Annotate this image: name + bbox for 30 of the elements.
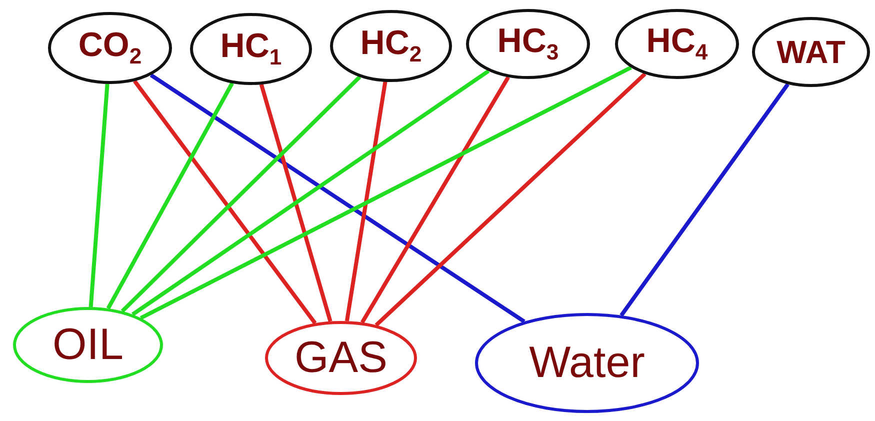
connector-line xyxy=(259,84,332,322)
ellipse-node xyxy=(13,307,163,383)
connector-line xyxy=(140,66,632,320)
connector-line xyxy=(360,76,510,324)
connector-line xyxy=(133,80,317,324)
ellipse-node xyxy=(752,17,870,87)
node-label: HC$_{1}$ xyxy=(220,29,282,69)
ellipse-node xyxy=(48,12,172,84)
connector-line xyxy=(106,82,234,310)
connector-line xyxy=(374,72,646,327)
node-label: HC$_{3}$ xyxy=(497,24,559,64)
ellipse-node xyxy=(190,13,312,85)
ellipse-node xyxy=(615,9,739,79)
ellipse-node xyxy=(466,9,590,79)
connector-line xyxy=(344,82,388,322)
ellipse-node xyxy=(330,10,452,82)
connector-line xyxy=(150,73,526,324)
ellipse-node xyxy=(475,313,699,413)
connector-line xyxy=(88,84,110,308)
node-label: GAS xyxy=(294,336,388,380)
node-label: WAT xyxy=(776,36,846,68)
node-label: Water xyxy=(529,341,645,385)
connector-line xyxy=(620,83,790,317)
ellipse-node xyxy=(265,321,417,395)
node-label: HC$_{4}$ xyxy=(646,24,708,64)
node-label: OIL xyxy=(52,323,124,367)
node-label: HC$_{2}$ xyxy=(360,26,422,66)
node-label: CO$_{2}$ xyxy=(78,28,142,68)
connector-line xyxy=(120,75,362,313)
connector-line xyxy=(132,69,490,316)
